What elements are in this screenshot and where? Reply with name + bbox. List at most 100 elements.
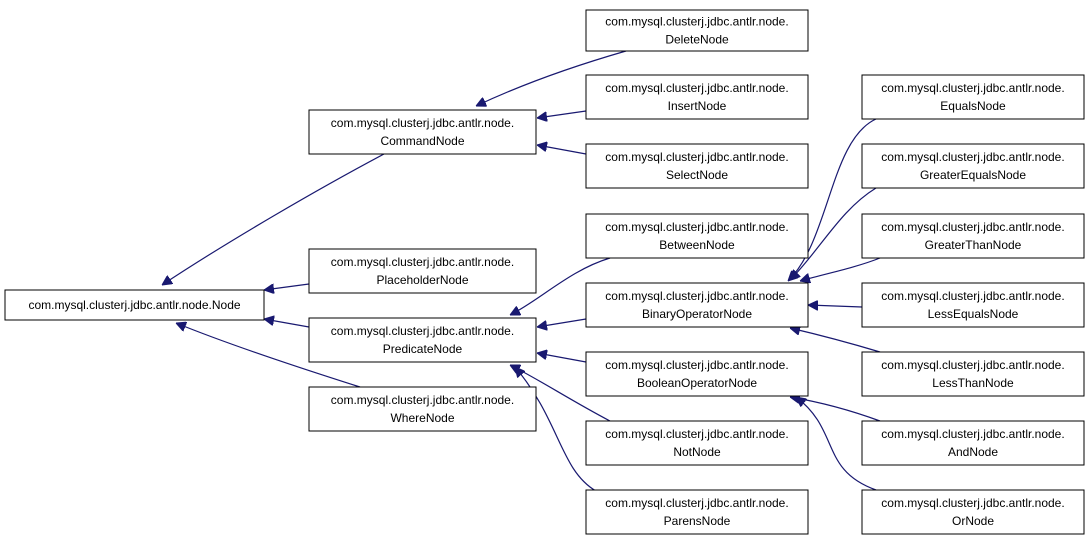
class-node-box — [861, 351, 1085, 397]
edge-less_than-to-binary — [790, 328, 881, 353]
class-package-label: com.mysql.clusterj.jdbc.antlr.node. — [605, 289, 788, 303]
edge-between-to-predicate — [510, 257, 611, 316]
class-name-label: GreaterEqualsNode — [920, 168, 1026, 182]
class-node-box — [308, 386, 537, 432]
class-node-less-equals[interactable]: com.mysql.clusterj.jdbc.antlr.node. LessE… — [861, 282, 1085, 328]
class-package-label: com.mysql.clusterj.jdbc.antlr.node. — [605, 15, 788, 29]
class-node-box — [308, 248, 537, 294]
class-node-box — [4, 289, 265, 321]
edge-less_equals-to-binary — [808, 305, 863, 307]
edge-placeholder-to-node — [264, 283, 310, 290]
class-name-label: DeleteNode — [665, 33, 729, 47]
class-name-label: PlaceholderNode — [376, 273, 468, 287]
class-node-node[interactable]: com.mysql.clusterj.jdbc.antlr.node.Node — [4, 289, 265, 321]
class-node-binary[interactable]: com.mysql.clusterj.jdbc.antlr.node. Binar… — [585, 282, 809, 328]
class-node-equals[interactable]: com.mysql.clusterj.jdbc.antlr.node. Equal… — [861, 74, 1085, 120]
class-node-box — [861, 282, 1085, 328]
class-node-box — [861, 489, 1085, 535]
class-package-label: com.mysql.clusterj.jdbc.antlr.node. — [605, 220, 788, 234]
class-node-less-than[interactable]: com.mysql.clusterj.jdbc.antlr.node. LessT… — [861, 351, 1085, 397]
class-node-box — [585, 143, 809, 189]
class-name-label: OrNode — [952, 514, 994, 528]
class-nodes: com.mysql.clusterj.jdbc.antlr.node.Node c… — [4, 9, 1085, 535]
class-package-label: com.mysql.clusterj.jdbc.antlr.node. — [605, 81, 788, 95]
class-node-box — [585, 9, 809, 52]
class-package-label: com.mysql.clusterj.jdbc.antlr.node. — [331, 393, 514, 407]
class-node-box — [308, 317, 537, 363]
class-package-label: com.mysql.clusterj.jdbc.antlr.node. — [605, 150, 788, 164]
edge-select-to-command — [537, 145, 587, 155]
class-name-label: AndNode — [948, 445, 998, 459]
class-name-label: BooleanOperatorNode — [637, 376, 757, 390]
edge-delete-to-command — [476, 50, 627, 106]
edge-equals-to-binary — [788, 118, 877, 281]
class-node-greater-than[interactable]: com.mysql.clusterj.jdbc.antlr.node. Great… — [861, 213, 1085, 259]
class-package-label: com.mysql.clusterj.jdbc.antlr.node. — [881, 289, 1064, 303]
class-package-label: com.mysql.clusterj.jdbc.antlr.node. — [605, 358, 788, 372]
class-node-insert[interactable]: com.mysql.clusterj.jdbc.antlr.node. Inser… — [585, 74, 809, 120]
class-name-label: SelectNode — [666, 168, 728, 182]
class-package-label: com.mysql.clusterj.jdbc.antlr.node. — [881, 150, 1064, 164]
edge-binary-to-predicate — [537, 318, 587, 327]
class-node-or[interactable]: com.mysql.clusterj.jdbc.antlr.node. OrNod… — [861, 489, 1085, 535]
class-node-box — [585, 489, 809, 535]
edge-and-to-boolean — [790, 397, 881, 422]
class-node-box — [861, 143, 1085, 189]
class-node-box — [585, 420, 809, 466]
class-package-label: com.mysql.clusterj.jdbc.antlr.node. — [881, 358, 1064, 372]
class-node-box — [585, 351, 809, 397]
class-node-and[interactable]: com.mysql.clusterj.jdbc.antlr.node. AndNo… — [861, 420, 1085, 466]
class-package-label: com.mysql.clusterj.jdbc.antlr.node. — [605, 427, 788, 441]
class-node-box — [585, 74, 809, 120]
class-node-placeholder[interactable]: com.mysql.clusterj.jdbc.antlr.node. Place… — [308, 248, 537, 294]
class-name-label: LessThanNode — [932, 376, 1014, 390]
edge-insert-to-command — [537, 110, 587, 118]
class-node-parens[interactable]: com.mysql.clusterj.jdbc.antlr.node. Paren… — [585, 489, 809, 535]
class-name-label: BinaryOperatorNode — [642, 307, 752, 321]
edge-greater_than-to-binary — [800, 257, 881, 281]
class-name-label: CommandNode — [380, 134, 464, 148]
class-name-label: com.mysql.clusterj.jdbc.antlr.node.Node — [28, 298, 240, 312]
class-package-label: com.mysql.clusterj.jdbc.antlr.node. — [331, 255, 514, 269]
inheritance-edges — [162, 50, 881, 492]
class-package-label: com.mysql.clusterj.jdbc.antlr.node. — [881, 427, 1064, 441]
class-name-label: GreaterThanNode — [925, 238, 1022, 252]
class-package-label: com.mysql.clusterj.jdbc.antlr.node. — [881, 81, 1064, 95]
edge-or-to-boolean — [796, 397, 877, 491]
class-package-label: com.mysql.clusterj.jdbc.antlr.node. — [881, 496, 1064, 510]
class-node-where[interactable]: com.mysql.clusterj.jdbc.antlr.node. Where… — [308, 386, 537, 432]
class-node-predicate[interactable]: com.mysql.clusterj.jdbc.antlr.node. Predi… — [308, 317, 537, 363]
class-name-label: EqualsNode — [940, 99, 1006, 113]
edge-command-to-node — [162, 153, 385, 285]
class-node-delete[interactable]: com.mysql.clusterj.jdbc.antlr.node. Delet… — [585, 9, 809, 52]
edge-greater_equals-to-binary — [790, 187, 877, 280]
class-node-select[interactable]: com.mysql.clusterj.jdbc.antlr.node. Selec… — [585, 143, 809, 189]
edge-parens-to-predicate — [515, 367, 597, 492]
class-package-label: com.mysql.clusterj.jdbc.antlr.node. — [331, 116, 514, 130]
edge-boolean-to-predicate — [537, 353, 587, 363]
class-name-label: InsertNode — [668, 99, 727, 113]
class-node-greater-equals[interactable]: com.mysql.clusterj.jdbc.antlr.node. Great… — [861, 143, 1085, 189]
class-node-not[interactable]: com.mysql.clusterj.jdbc.antlr.node. NotNo… — [585, 420, 809, 466]
class-name-label: NotNode — [673, 445, 721, 459]
class-name-label: WhereNode — [390, 411, 454, 425]
class-package-label: com.mysql.clusterj.jdbc.antlr.node. — [881, 220, 1064, 234]
class-node-box — [861, 213, 1085, 259]
class-node-between[interactable]: com.mysql.clusterj.jdbc.antlr.node. Betwe… — [585, 213, 809, 259]
class-node-box — [861, 74, 1085, 120]
class-name-label: PredicateNode — [383, 342, 463, 356]
class-node-boolean[interactable]: com.mysql.clusterj.jdbc.antlr.node. Boole… — [585, 351, 809, 397]
class-node-box — [585, 282, 809, 328]
class-node-box — [861, 420, 1085, 466]
class-node-box — [308, 109, 537, 155]
class-node-box — [585, 213, 809, 259]
class-package-label: com.mysql.clusterj.jdbc.antlr.node. — [331, 324, 514, 338]
edge-where-to-node — [176, 323, 361, 388]
class-name-label: BetweenNode — [659, 238, 735, 252]
class-name-label: LessEqualsNode — [928, 307, 1019, 321]
edge-predicate-to-node — [264, 319, 310, 328]
class-node-command[interactable]: com.mysql.clusterj.jdbc.antlr.node. Comma… — [308, 109, 537, 155]
class-name-label: ParensNode — [664, 514, 731, 528]
class-package-label: com.mysql.clusterj.jdbc.antlr.node. — [605, 496, 788, 510]
